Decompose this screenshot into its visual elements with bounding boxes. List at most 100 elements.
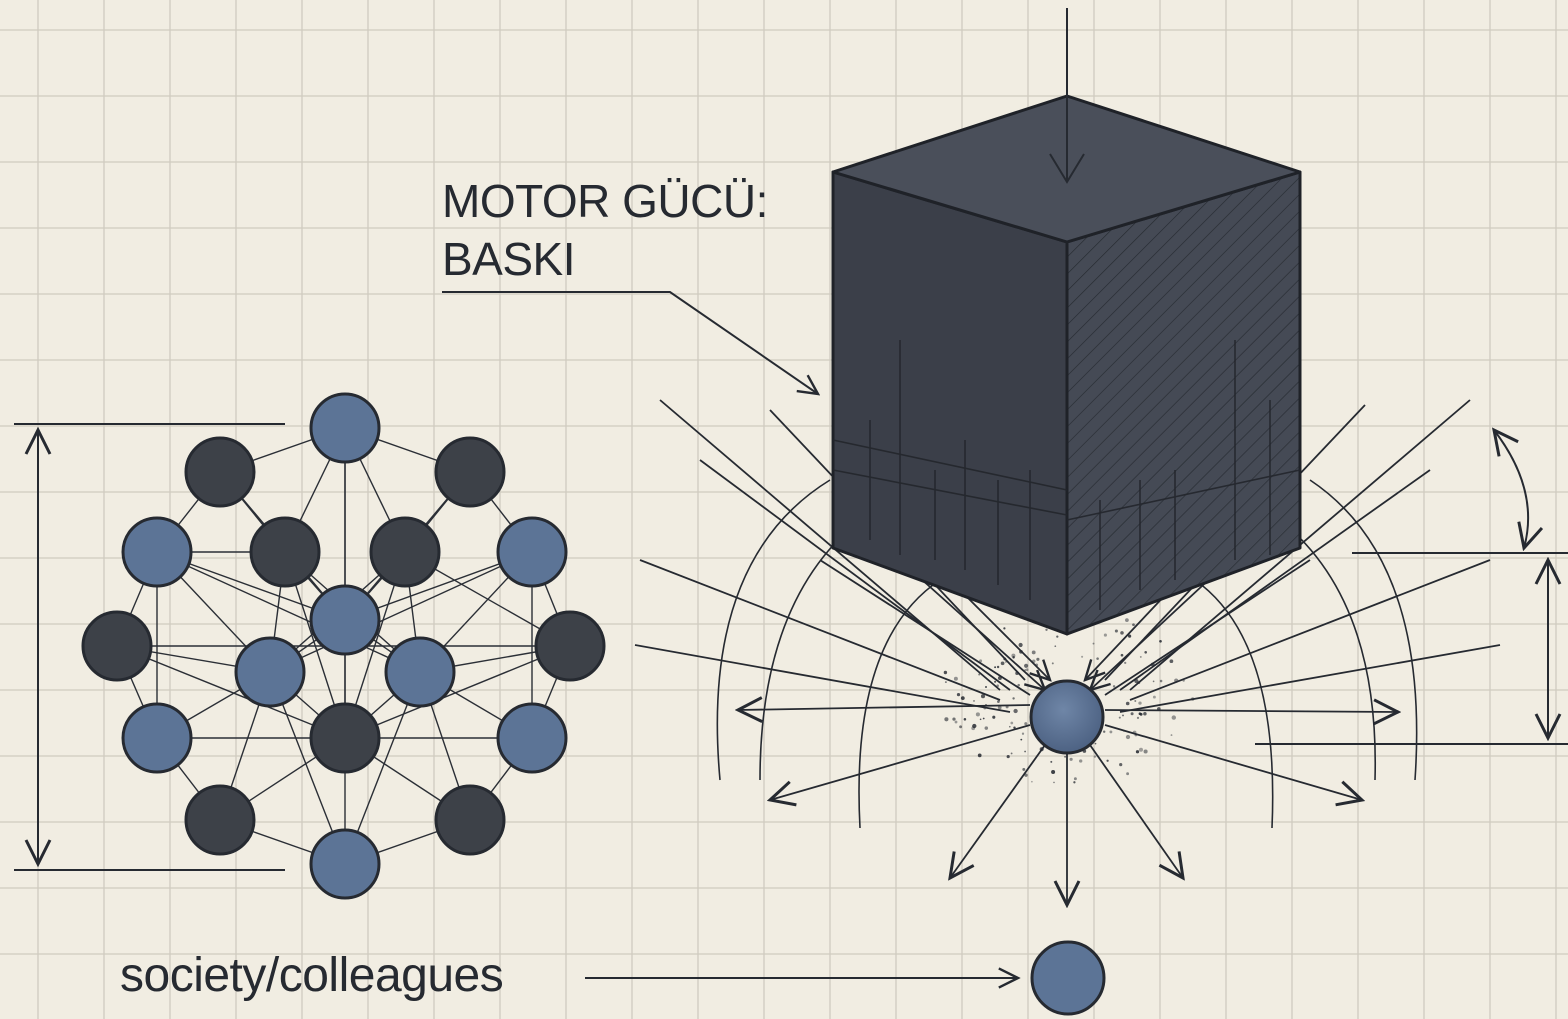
dust-particle [1170, 734, 1173, 737]
dust-particle [1139, 655, 1142, 658]
outward-force-arrow [1089, 744, 1183, 878]
outward-force-arrow [738, 705, 1031, 710]
dust-particle [1103, 633, 1107, 637]
dust-particle [1120, 631, 1124, 635]
network-node-dark [309, 702, 381, 774]
dust-particle [1035, 663, 1039, 667]
dust-particle [1020, 738, 1023, 741]
dust-particle [1134, 679, 1139, 684]
force-ray [1119, 469, 1431, 691]
dust-particle [1024, 750, 1027, 753]
dust-particle [1143, 711, 1147, 716]
dust-particle [1152, 680, 1155, 683]
dust-particle [997, 705, 1002, 710]
network-node-dark [434, 784, 506, 856]
outward-force-arrow [950, 744, 1046, 878]
dust-particle [1171, 715, 1176, 720]
dust-particle [1024, 663, 1029, 668]
dust-particle [1010, 752, 1013, 755]
network-node-dark [369, 516, 441, 588]
dust-particle [1130, 712, 1134, 716]
network-node-dark [249, 516, 321, 588]
pressure-arc [1279, 519, 1377, 781]
network-edge [156, 551, 421, 673]
dust-particle [1109, 730, 1113, 734]
dust-particle [953, 676, 958, 681]
dust-particle [1025, 668, 1029, 672]
motor-label-line2: BASKI [442, 233, 576, 285]
dust-particle [956, 692, 961, 697]
dust-particle [959, 725, 963, 729]
network-node-blue [121, 702, 193, 774]
network-cluster [81, 392, 606, 900]
dust-particle [1006, 755, 1010, 759]
dust-particle [1010, 721, 1014, 725]
network-node-blue [309, 392, 381, 464]
dust-particle [1191, 697, 1195, 701]
dust-particle [1000, 661, 1005, 666]
dust-particle [1056, 635, 1059, 638]
network-node-blue [496, 702, 568, 774]
dust-particle [1015, 671, 1019, 676]
dust-particle [985, 703, 987, 706]
dust-particle [1069, 757, 1073, 761]
force-ray [699, 459, 1011, 691]
dust-particle [1005, 705, 1009, 709]
dust-particle [1096, 657, 1099, 660]
dust-particle [997, 676, 1002, 681]
dust-particle [1012, 697, 1015, 700]
pressure-arc [1194, 579, 1274, 829]
dust-particle [1092, 642, 1095, 645]
dust-particle [1013, 726, 1016, 730]
network-edge [116, 645, 346, 739]
dust-particle [1051, 770, 1056, 774]
dust-particle [1011, 653, 1016, 658]
dust-particle [980, 694, 986, 699]
society-label: society/colleagues [120, 949, 504, 1002]
outward-force-arrow [1104, 724, 1362, 800]
dust-particle [1073, 777, 1077, 781]
height-dimension-marker [14, 423, 285, 871]
network-edge [344, 645, 571, 739]
dust-particle [972, 723, 977, 729]
dust-particle [1122, 714, 1124, 717]
block-front-face [831, 170, 1069, 636]
dust-particle [1045, 628, 1048, 631]
dust-particle [1125, 734, 1131, 740]
dust-particle [977, 753, 982, 758]
dust-particle [985, 686, 987, 688]
dust-particle [996, 665, 1000, 669]
dust-particle [1054, 645, 1057, 648]
dust-particle [960, 696, 965, 700]
dust-particle [1123, 729, 1125, 732]
pressure-arc [759, 519, 861, 781]
dust-particle [1022, 767, 1026, 771]
force-ray [659, 399, 1001, 691]
dust-particle [1106, 759, 1109, 762]
dust-particle [1051, 662, 1054, 665]
dust-particle [982, 717, 985, 720]
dust-particle [1134, 733, 1138, 737]
dust-particle [1144, 651, 1147, 654]
dust-particle [992, 715, 996, 719]
dust-particle [1136, 716, 1140, 720]
dust-particle [1036, 657, 1040, 661]
dust-particle [996, 684, 999, 687]
dust-particle [1169, 659, 1174, 664]
dust-particle [963, 718, 967, 721]
dust-particle [1004, 660, 1007, 663]
network-node-blue [121, 516, 193, 588]
dust-particle [1119, 763, 1123, 767]
dust-particle [1125, 701, 1130, 706]
dust-particle [1031, 650, 1036, 655]
gap-dimension-marker [1255, 430, 1568, 745]
dust-particle [1073, 781, 1076, 784]
dust-particle [1182, 679, 1185, 682]
dust-particle [1138, 712, 1142, 715]
dust-particle [1031, 780, 1033, 783]
pressure-arc [1309, 479, 1418, 781]
inward-force-arrow [959, 589, 1050, 680]
inward-force-arrow [1085, 589, 1171, 680]
